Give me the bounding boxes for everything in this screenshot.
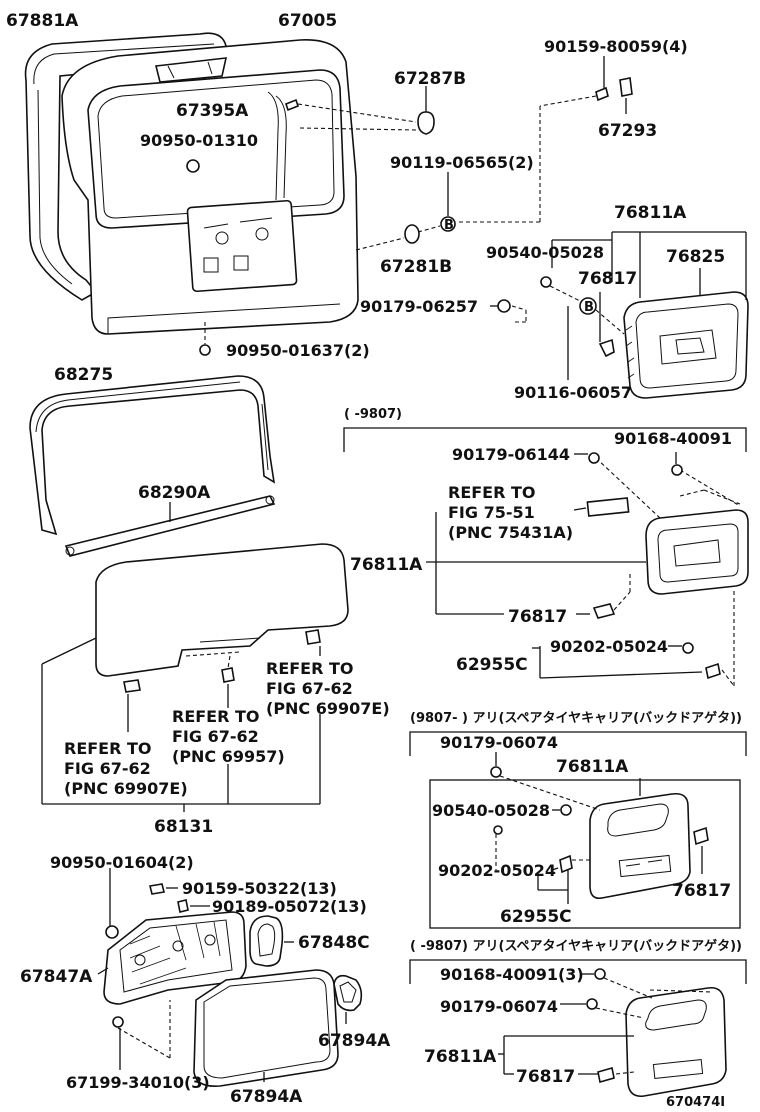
section1-header: ( -9807) — [344, 407, 402, 422]
refer-b-line3: (PNC 69957) — [172, 747, 285, 766]
refer-a-line1: REFER TO — [64, 739, 152, 758]
label-90116-06057: 90116-06057 — [514, 383, 632, 402]
label-90202-05024-s2: 90202-05024 — [438, 861, 556, 880]
label-76811A-s2: 76811A — [556, 757, 629, 777]
label-76817-s1: 76817 — [508, 607, 567, 627]
refer-fig75-line2: FIG 75-51 — [448, 503, 535, 522]
refer-a-line2: FIG 67-62 — [64, 759, 151, 778]
label-90179-06074-s2: 90179-06074 — [440, 733, 558, 752]
refer-c-line2: FIG 67-62 — [266, 679, 353, 698]
label-90179-06257: 90179-06257 — [360, 297, 478, 316]
label-90950-01604: 90950-01604(2) — [50, 853, 194, 872]
refer-c-line3: (PNC 69907E) — [266, 699, 390, 718]
refer-b-line1: REFER TO — [172, 707, 260, 726]
label-68290A: 68290A — [138, 483, 211, 503]
trim-assembly — [29, 375, 349, 812]
section3-header: ( -9807) アリ(スペアタイヤキャリア(バックドアゲタ)) — [410, 938, 742, 954]
label-67847A: 67847A — [20, 967, 93, 987]
label-90179-06144: 90179-06144 — [452, 445, 570, 464]
refer-a-line3: (PNC 69907E) — [64, 779, 188, 798]
section-3-up-to-9807 — [409, 959, 747, 1098]
label-90159-80059: 90159-80059(4) — [544, 37, 688, 56]
service-cover-assembly — [97, 868, 363, 1088]
back-door-window — [87, 69, 345, 229]
label-76811A-s1: 76811A — [350, 555, 423, 575]
label-67287B: 67287B — [394, 69, 466, 89]
label-67894A-large: 67894A — [230, 1087, 303, 1107]
callout-b-2: B — [584, 300, 594, 315]
seal-67848C — [249, 915, 284, 967]
garnish-76811A-section3 — [625, 986, 727, 1098]
label-90540-05028-top: 90540-05028 — [486, 243, 604, 262]
refer-fig75-line3: (PNC 75431A) — [448, 523, 573, 542]
label-90179-06074-s3: 90179-06074 — [440, 997, 558, 1016]
label-76817-s3: 76817 — [516, 1067, 575, 1087]
label-67894A-small: 67894A — [318, 1031, 391, 1051]
label-76825: 76825 — [666, 247, 725, 267]
section-up-to-9807 — [343, 427, 749, 687]
label-67199-34010: 67199-34010(3) — [66, 1073, 210, 1092]
label-67395A: 67395A — [176, 101, 249, 121]
garnish-68275 — [29, 375, 276, 536]
refer-fig75-line1: REFER TO — [448, 483, 536, 502]
label-90202-05024-s1: 90202-05024 — [550, 637, 668, 656]
label-90168-40091-s1: 90168-40091 — [614, 429, 732, 448]
label-62955C-s1: 62955C — [456, 655, 528, 675]
seal-67894A-large — [193, 969, 339, 1088]
label-90189-05072: 90189-05072(13) — [212, 897, 367, 916]
label-68275: 68275 — [54, 365, 113, 385]
trim-panel-68131 — [95, 543, 349, 677]
figure-id: 670474I — [666, 1095, 725, 1110]
part-labels: 67881A 67005 90159-80059(4) 67287B 67395… — [6, 11, 742, 1110]
label-90159-50322: 90159-50322(13) — [182, 879, 337, 898]
label-76811A-top: 76811A — [614, 203, 687, 223]
seal-67894A-small — [333, 974, 363, 1012]
garnish-68290A — [64, 495, 276, 557]
label-90950-01637: 90950-01637(2) — [226, 341, 370, 360]
label-90950-01310: 90950-01310 — [140, 131, 258, 150]
section-from-9807 — [409, 731, 747, 929]
refer-c-line1: REFER TO — [266, 659, 354, 678]
section2-header: (9807- ) アリ(スペアタイヤキャリア(バックドアゲタ)) — [410, 710, 742, 726]
back-door-assembly — [24, 32, 749, 399]
label-68131: 68131 — [154, 817, 213, 837]
label-90119-06565: 90119-06565(2) — [390, 153, 534, 172]
refer-b-line2: FIG 67-62 — [172, 727, 259, 746]
label-76817-s2: 76817 — [672, 881, 731, 901]
label-90168-40091-s3: 90168-40091(3) — [440, 965, 584, 984]
callout-b-1: B — [444, 218, 454, 233]
garnish-76811A-section1 — [645, 509, 749, 595]
label-67848C: 67848C — [298, 933, 370, 953]
label-67881A: 67881A — [6, 11, 79, 31]
label-67293: 67293 — [598, 121, 657, 141]
label-76817-top: 76817 — [578, 269, 637, 289]
label-90540-05028-s2: 90540-05028 — [432, 801, 550, 820]
label-62955C-s2: 62955C — [500, 907, 572, 927]
garnish-76811A-top — [623, 291, 749, 399]
label-76811A-s3: 76811A — [424, 1047, 497, 1067]
label-67005: 67005 — [278, 11, 337, 31]
label-67281B: 67281B — [380, 257, 452, 277]
